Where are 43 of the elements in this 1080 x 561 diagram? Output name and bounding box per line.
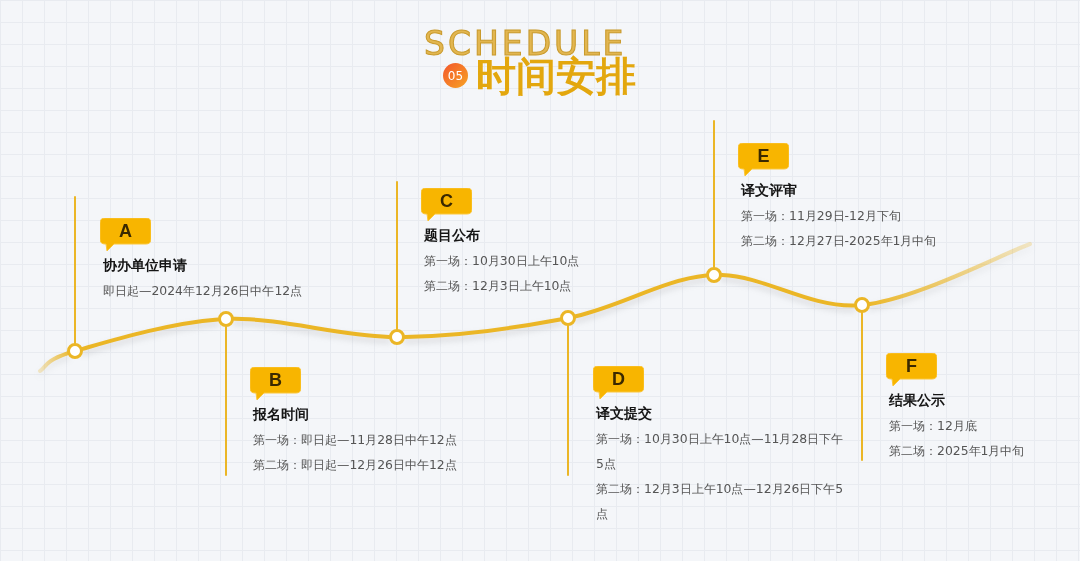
stem-line (713, 120, 715, 268)
date-text: 第一场：即日起—11月28日中午12点 (253, 431, 457, 449)
timeline-curve (867, 242, 1032, 306)
timeline-curve (232, 316, 391, 339)
date-text: 第一场：10月30日上午10点—11月28日下午5点 (596, 430, 845, 473)
stem-line (396, 181, 398, 330)
stage-letter: B (268, 369, 283, 392)
date-text: 第二场：2025年1月中旬 (889, 442, 1025, 460)
stage-letter: E (756, 145, 771, 168)
stage-title: 报名时间 (253, 405, 309, 424)
speech-bubble (250, 367, 301, 400)
speech-bubble (886, 353, 937, 386)
timeline-curve (720, 273, 856, 308)
stage-title: 译文评审 (741, 181, 797, 200)
stage-letter: F (905, 355, 918, 378)
stage-letter: C (439, 190, 454, 213)
date-text: 第二场：即日起—12月26日中午12点 (253, 456, 457, 474)
stem-line (861, 312, 863, 461)
stage-title: 结果公示 (889, 391, 945, 410)
timeline-curve (403, 317, 563, 339)
speech-bubble (738, 143, 789, 176)
speech-bubble (421, 188, 472, 221)
timeline-curve (80, 317, 220, 351)
stage-title: 题目公布 (424, 226, 480, 245)
date-text: 第一场：10月30日上午10点 (424, 252, 580, 270)
timeline-curve (38, 351, 70, 373)
stage-title: 译文提交 (596, 404, 652, 423)
date-text: 第一场：11月29日-12月下旬 (741, 207, 901, 225)
badge-number: 05 (447, 68, 464, 83)
stage-letter: D (611, 368, 626, 391)
timeline-curve (573, 273, 708, 319)
date-text: 第二场：12月3日上午10点 (424, 277, 572, 295)
speech-bubble (100, 218, 151, 251)
stem-line (74, 196, 76, 344)
stem-line (225, 326, 227, 476)
stem-line (567, 325, 569, 476)
stage-title: 协办单位申请 (103, 256, 187, 275)
date-text: 即日起—2024年12月26日中午12点 (103, 282, 303, 300)
date-text: 第二场：12月27日-2025年1月中旬 (741, 232, 937, 250)
stage-letter: A (118, 220, 133, 243)
date-text: 第一场：12月底 (889, 417, 977, 435)
date-text: 第二场：12月3日上午10点—12月26日下午5点 (596, 480, 845, 523)
speech-bubble (593, 366, 644, 399)
